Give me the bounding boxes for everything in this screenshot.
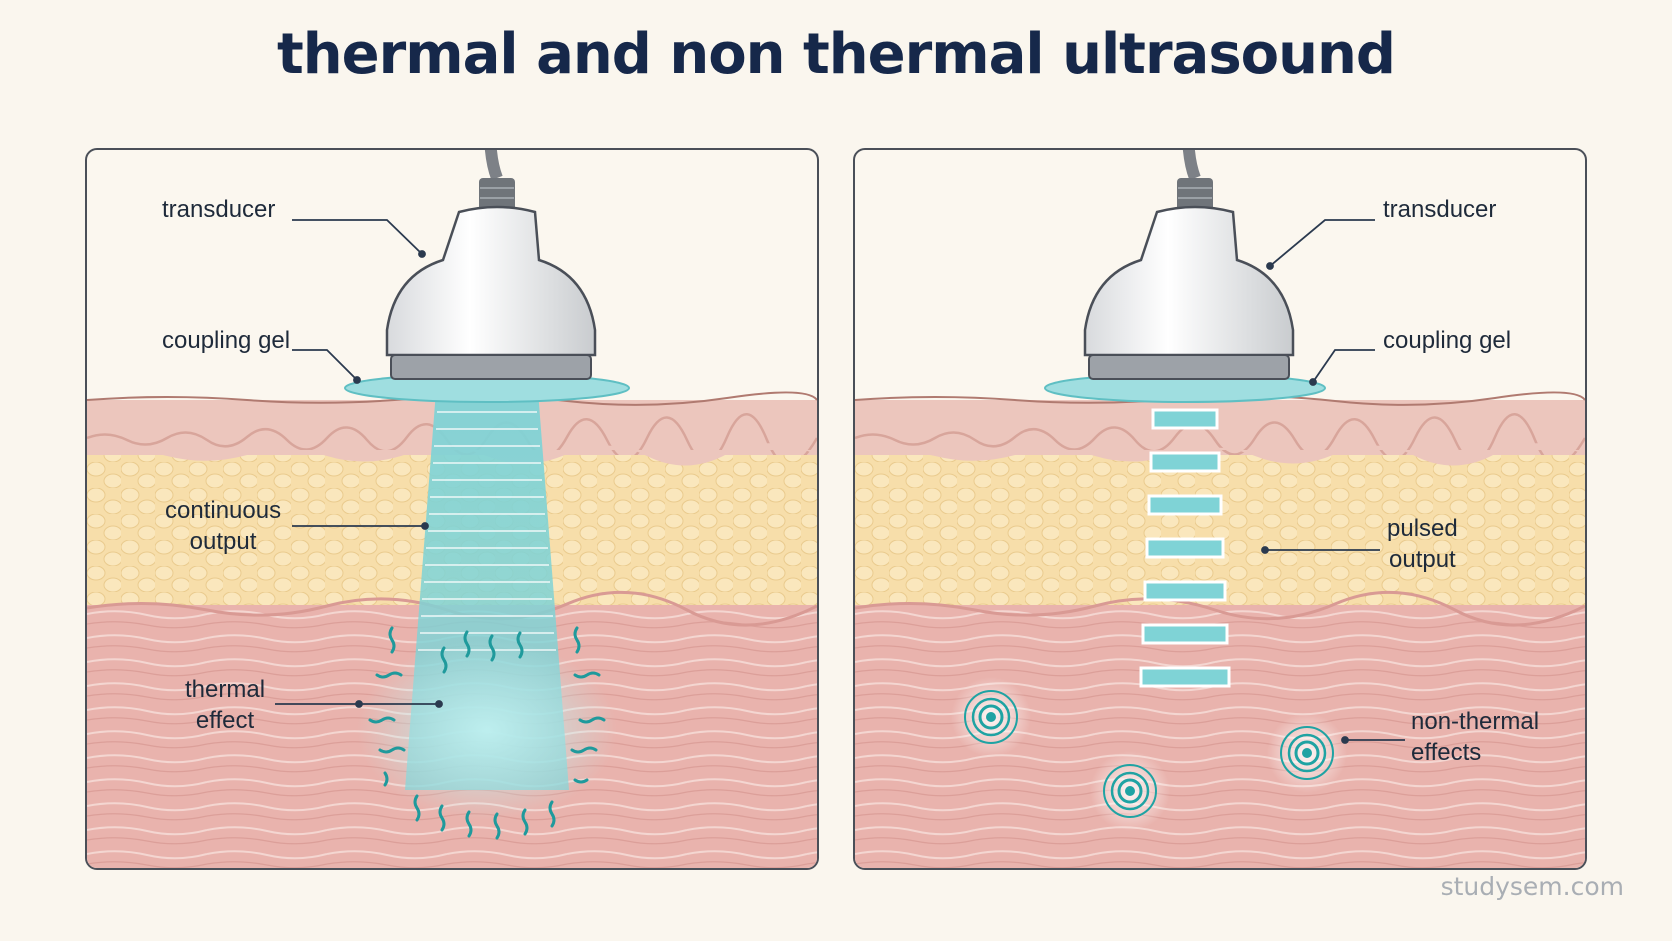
non-thermal-ring-icon — [1090, 751, 1170, 831]
left-label-transducer: transducer — [162, 196, 276, 223]
non-thermal-ring-icon — [1267, 713, 1347, 793]
heat-glow — [357, 640, 617, 820]
right-label-non-thermal-effects: non-thermal effects — [1411, 708, 1540, 766]
left-label-thermal-effect: thermal effect — [185, 676, 266, 734]
pulse-bar — [1151, 408, 1219, 430]
pulse-bar — [1141, 623, 1229, 645]
pulse-bar — [1145, 537, 1225, 559]
right-label-pulsed-output: pulsed output — [1387, 515, 1458, 573]
left-label-continuous-output: continuous output — [165, 497, 282, 555]
page-title: thermal and non thermal ultrasound — [277, 22, 1396, 87]
pulsed-beam — [1139, 408, 1231, 688]
pulse-bar — [1143, 580, 1227, 602]
heat-squiggles — [368, 626, 606, 840]
transducer-probe — [1083, 150, 1295, 380]
pulse-bar — [1139, 666, 1231, 688]
non-thermal-ring-icon — [951, 677, 1031, 757]
pulse-bar — [1147, 494, 1223, 516]
non-thermal-diagram — [855, 150, 1585, 868]
watermark: studysem.com — [1440, 872, 1624, 901]
right-panel-non-thermal: transducer coupling gel pulsed output no… — [853, 148, 1587, 870]
fat-layer — [855, 455, 1585, 605]
transducer-probe — [385, 150, 597, 380]
left-label-coupling-gel: coupling gel — [162, 327, 291, 354]
left-panel-thermal: transducer coupling gel continuous outpu… — [85, 148, 819, 870]
pulse-bar — [1149, 451, 1221, 473]
right-label-transducer: transducer — [1383, 196, 1497, 223]
right-label-coupling-gel: coupling gel — [1383, 327, 1512, 354]
thermal-diagram — [87, 150, 817, 868]
